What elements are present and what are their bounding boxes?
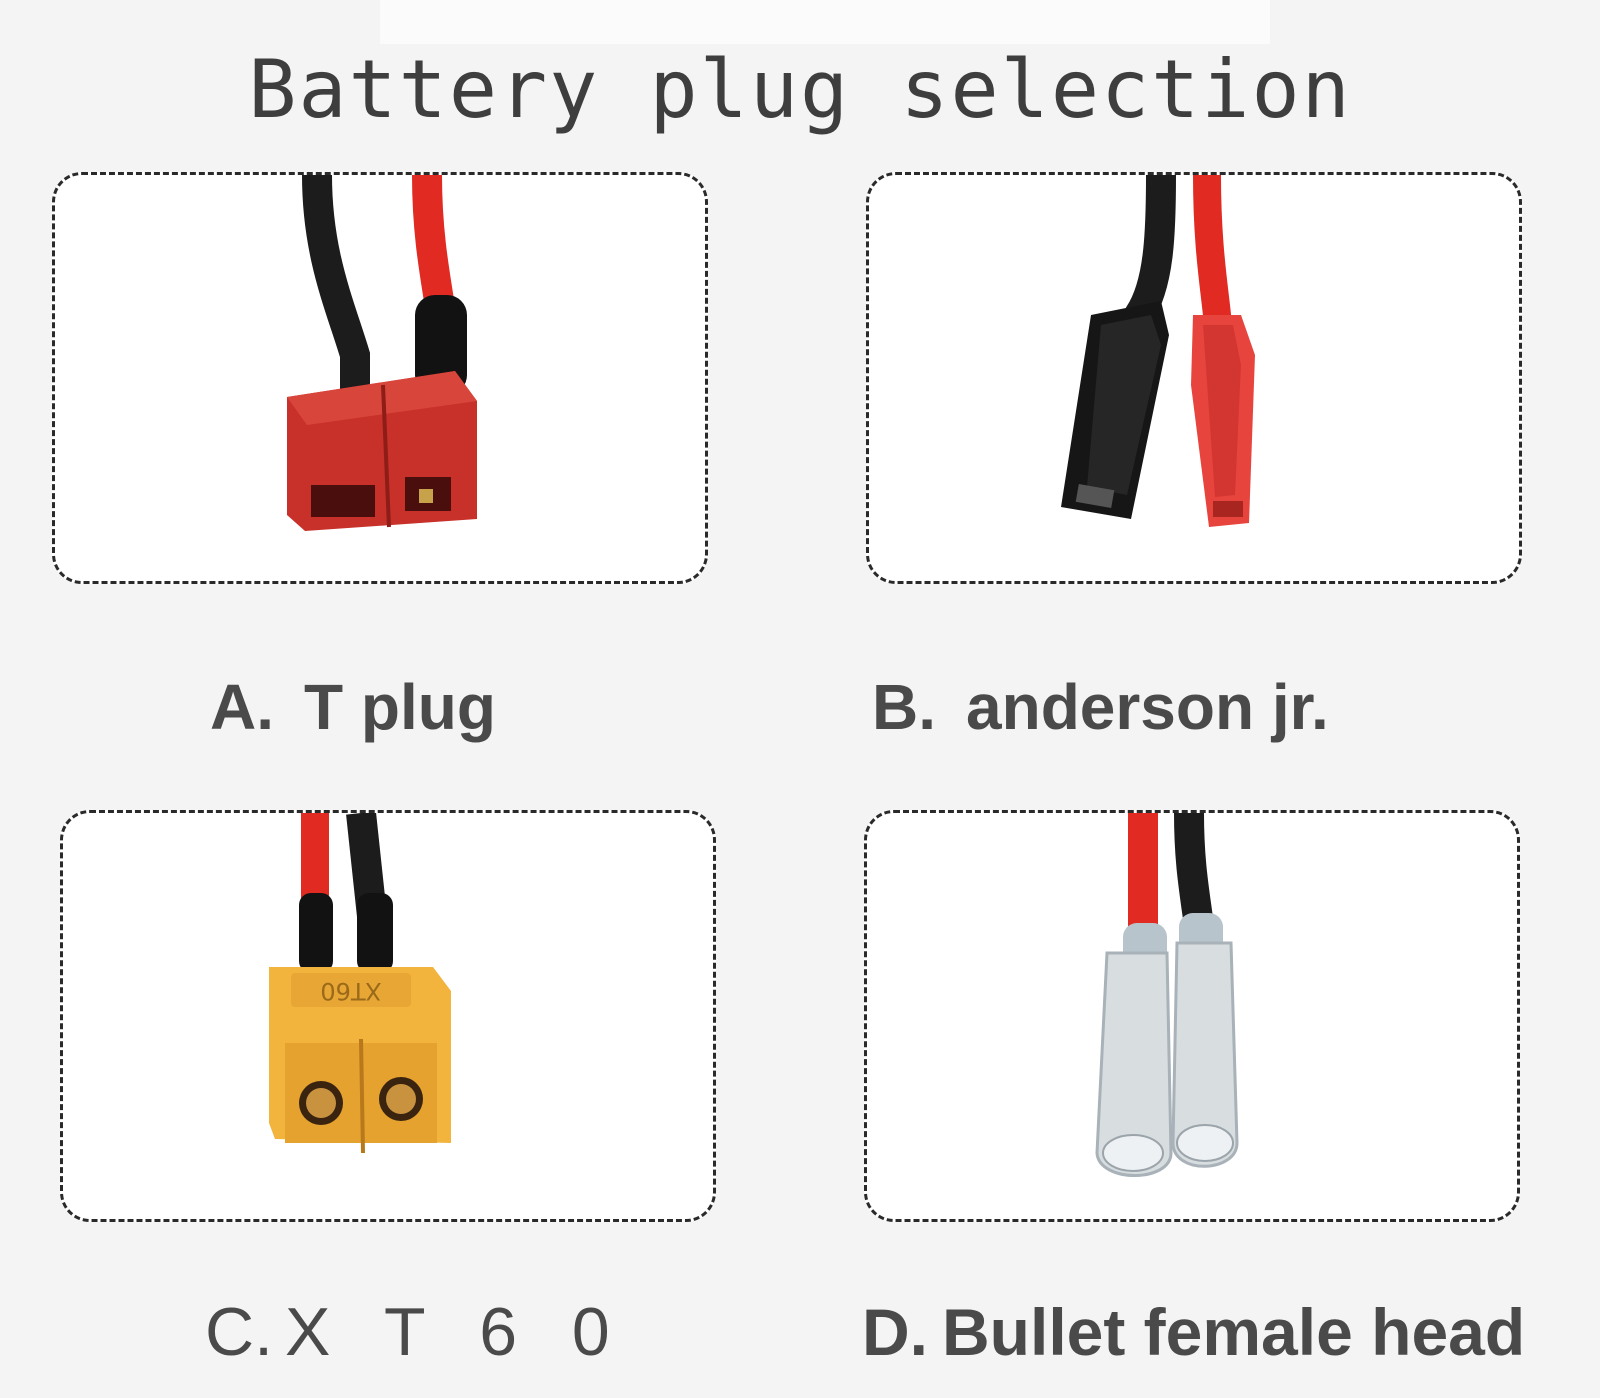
option-d-label: D.Bullet female head [862,1290,1525,1374]
t-plug-image [287,175,477,531]
option-b-image-card[interactable] [866,172,1522,584]
option-letter: A. [210,671,274,743]
option-b-label: B. anderson jr. [872,665,1329,749]
option-name: Bullet female head [942,1295,1526,1369]
option-letter: C. [205,1294,273,1370]
xt60-plug-image: XT60 [269,813,451,1154]
top-strip [380,0,1270,44]
xt60-marking: XT60 [320,977,381,1005]
option-a-image-card[interactable] [52,172,708,584]
option-letter: B. [872,671,936,743]
option-name: X T 6 0 [285,1294,628,1370]
option-name: T plug [304,671,496,743]
bullet-connector-image [1095,813,1239,1177]
option-c-label: C.X T 6 0 [205,1290,628,1374]
option-d-image-card[interactable] [864,810,1520,1222]
option-letter: D. [862,1295,928,1369]
anderson-plug-image [1061,175,1255,527]
option-name: anderson jr. [966,671,1329,743]
page-title: Battery plug selection [248,43,1352,136]
option-c-image-card[interactable]: XT60 [60,810,716,1222]
option-a-label: A. T plug [210,665,496,749]
